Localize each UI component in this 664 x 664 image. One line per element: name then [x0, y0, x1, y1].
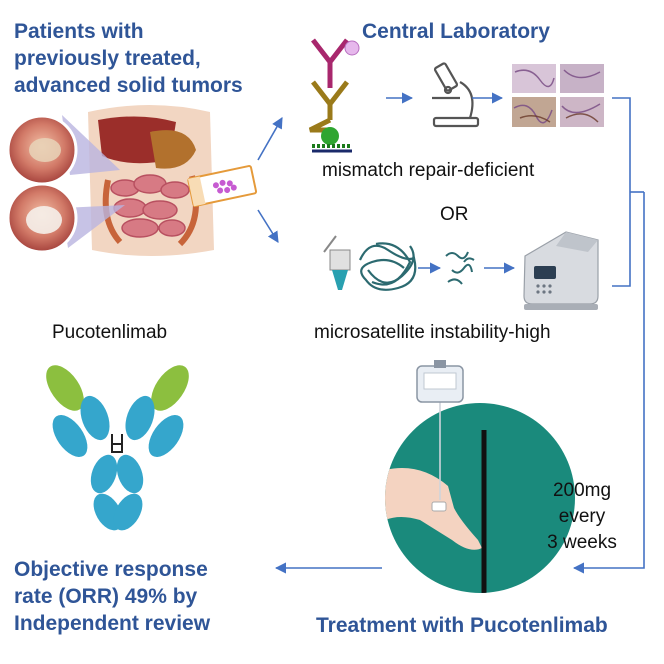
arrow-to-treatment — [572, 192, 645, 574]
patients-title: Patients with previously treated, advanc… — [14, 18, 243, 99]
central-lab-title: Central Laboratory — [362, 20, 550, 43]
sequencer-machine-icon — [523, 231, 599, 310]
anatomy-illustration — [88, 105, 214, 256]
orr-title: Objective response rate (ORR) 49% by Ind… — [14, 556, 210, 637]
arrow-to-ihc — [257, 117, 283, 161]
orr-line-1: Objective response — [14, 558, 208, 581]
dose-line-3: 3 weeks — [547, 532, 617, 553]
patients-line-3: advanced solid tumors — [14, 74, 243, 97]
lab-results-bracket — [612, 97, 631, 287]
pucotenlimab-antibody-icon — [46, 365, 189, 531]
tissue-slide-icon — [187, 165, 258, 207]
mmr-label: mismatch repair-deficient — [322, 160, 535, 181]
iv-bag-icon — [416, 360, 464, 403]
patients-line-1: Patients with — [14, 20, 144, 43]
pcr-tube-icon — [323, 235, 351, 290]
dose-text: 200mg every 3 weeks — [547, 478, 617, 556]
msi-label: microsatellite instability-high — [314, 322, 551, 343]
ihc-antibody-icon — [308, 38, 360, 153]
treatment-title: Treatment with Pucotenlimab — [316, 614, 608, 637]
histology-images — [512, 64, 604, 127]
dose-line-2: every — [558, 506, 606, 527]
microscope-icon — [432, 62, 480, 128]
arrow-to-pcr — [257, 209, 279, 243]
orr-line-3: Independent review — [14, 612, 211, 635]
patients-line-2: previously treated, — [14, 47, 201, 70]
drug-label: Pucotenlimab — [52, 322, 168, 343]
dna-tangle-icon — [358, 242, 417, 291]
tumor-zoom-views — [6, 114, 125, 254]
orr-line-2: rate (ORR) 49% by — [14, 585, 198, 608]
dna-fragments-icon — [445, 251, 475, 285]
or-label: OR — [440, 204, 469, 225]
dose-line-1: 200mg — [552, 480, 612, 501]
patient-infusion-illustration — [385, 392, 575, 593]
